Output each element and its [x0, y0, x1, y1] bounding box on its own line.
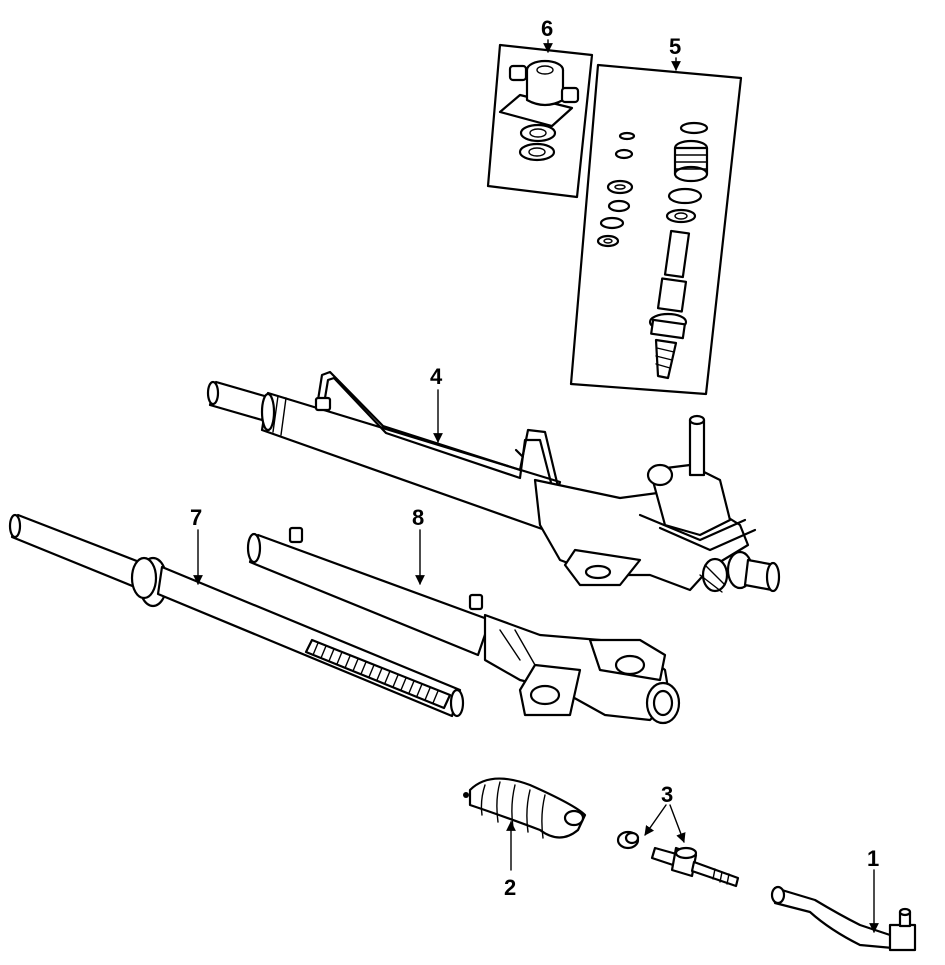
outer-tie-rod-end-icon — [770, 885, 917, 952]
pinion-shaft-icon — [648, 229, 691, 380]
arrow-3b — [669, 804, 686, 843]
valve-kit-frame — [486, 43, 594, 199]
valve-seal-kit-group — [569, 63, 743, 396]
leader-arrows — [193, 39, 879, 933]
rack-boot-icon — [463, 777, 587, 839]
callout-1: 1 — [867, 846, 879, 871]
valve-housing-kit-group — [486, 43, 594, 199]
callout-6: 6 — [541, 16, 553, 41]
callout-4: 4 — [430, 364, 443, 389]
arrow-3a — [644, 804, 667, 836]
seal-kit-frame — [569, 63, 743, 396]
rack-bar — [8, 513, 465, 718]
valve-housing-icon — [498, 59, 580, 128]
callout-2: 2 — [504, 875, 516, 900]
callout-5: 5 — [669, 34, 681, 59]
rack-teeth-icon — [312, 642, 439, 704]
valve-bearing-icon — [518, 123, 557, 162]
steering-gear-assembly — [206, 370, 781, 593]
seal-rings-icon — [596, 121, 709, 248]
callout-8: 8 — [412, 505, 424, 530]
inner-tie-rod-icon — [616, 830, 740, 888]
callout-7: 7 — [190, 505, 202, 530]
callout-3: 3 — [661, 782, 673, 807]
steering-housing — [246, 526, 681, 725]
